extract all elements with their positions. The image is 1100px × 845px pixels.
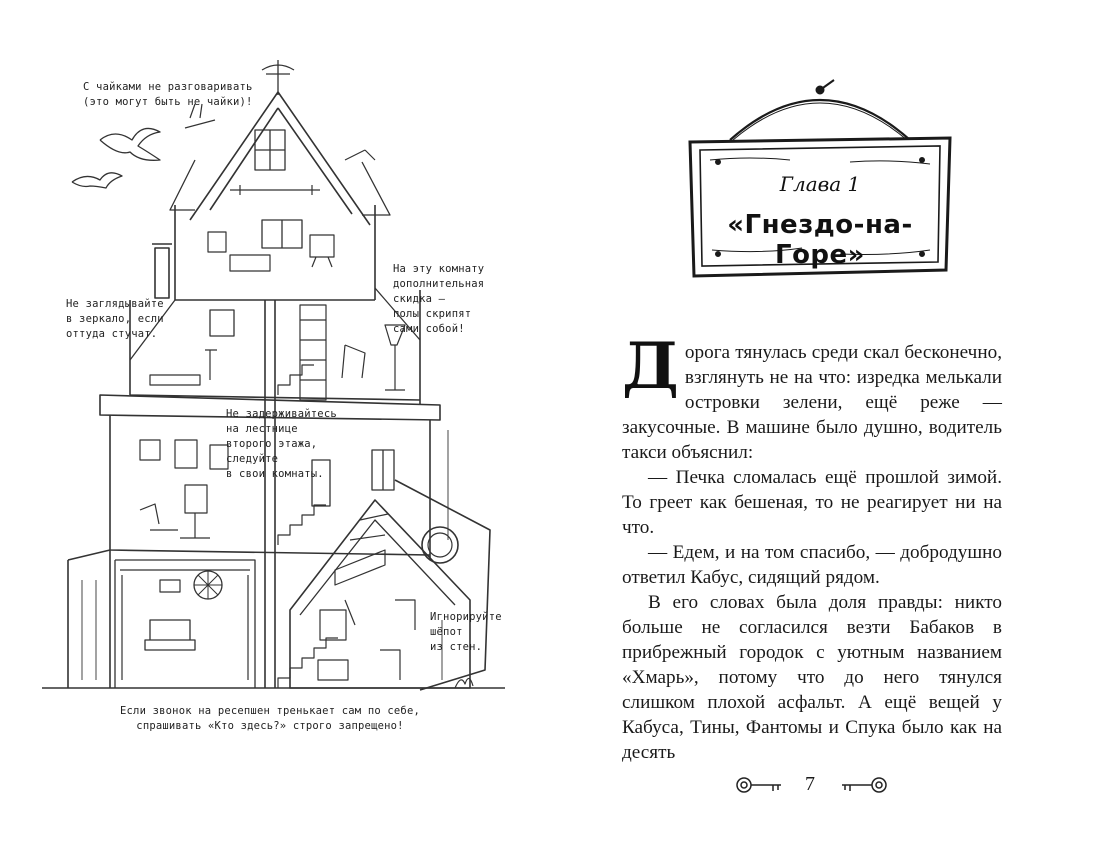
- haunted-house-illustration: [42, 60, 505, 691]
- key-right-icon: [842, 777, 887, 793]
- drop-cap: Д: [622, 329, 679, 404]
- chapter-title: «Гнездо-на-Горе»: [727, 210, 913, 270]
- paragraph: орога тянулась среди скал бесконечно, вз…: [622, 342, 1002, 463]
- paragraph: — Печка сломалась ещё прошлой зимой. То …: [622, 467, 1002, 538]
- round-window-icon: [421, 526, 459, 564]
- note-discount: На эту комнату дополнительная скидка — п…: [393, 263, 485, 335]
- key-left-icon: [736, 777, 781, 793]
- note-whisper: Игнорируйте шёпот из стен.: [430, 611, 502, 653]
- note-bell: Если звонок на ресепшен тренькает сам по…: [120, 705, 420, 732]
- note-mirror: Не заглядывайте в зеркало, если оттуда с…: [66, 298, 164, 340]
- note-stairs: Не задерживайтесь на лестнице второго эт…: [226, 408, 337, 480]
- page-number: 7: [805, 773, 815, 795]
- paragraph: В его словах была доля правды: никто бол…: [622, 592, 1002, 763]
- seagull-icon: [99, 127, 161, 161]
- seagull-icon: [71, 172, 123, 189]
- note-seagulls: С чайками не разговаривать (это могут бы…: [83, 81, 253, 108]
- wooden-sign-icon: [688, 79, 952, 278]
- paragraph: — Едем, и на том спасибо, — добродушно о…: [622, 542, 1002, 588]
- chapter-label: Глава 1: [779, 172, 861, 196]
